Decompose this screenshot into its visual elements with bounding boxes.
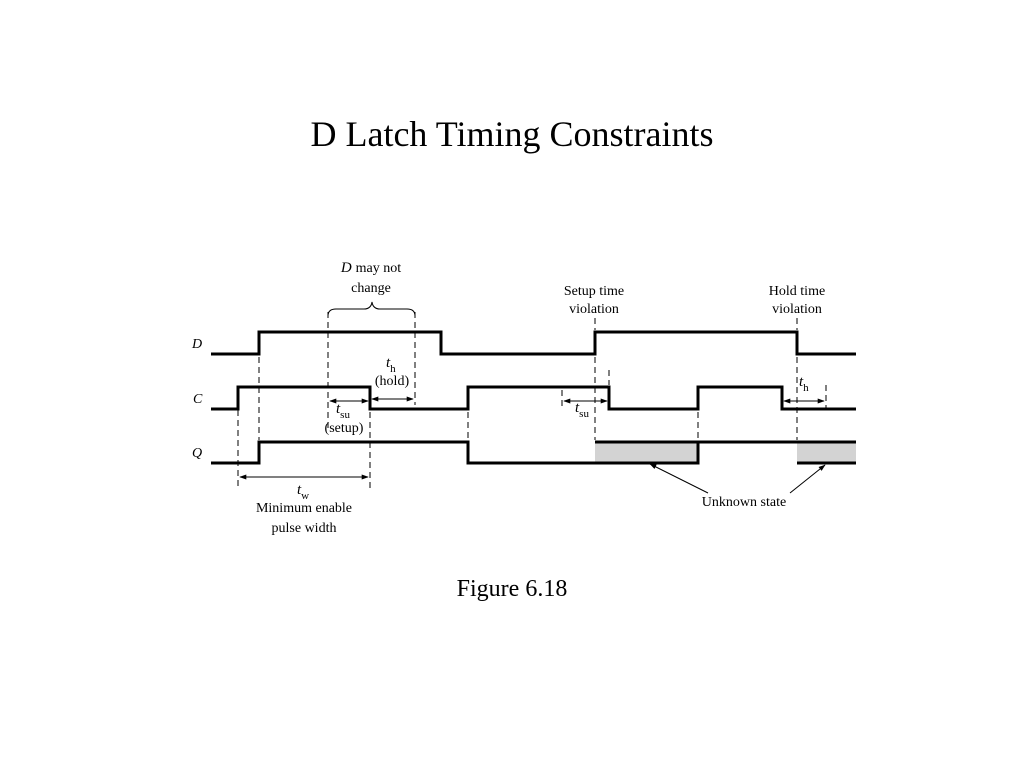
unknown-state-region-2 <box>797 442 856 463</box>
hold-violation-label-line2: violation <box>772 302 822 317</box>
tsu-violation-label: tsu <box>575 400 589 420</box>
change-brace <box>327 301 416 317</box>
tsu-setup-label: tsu <box>336 401 350 421</box>
slide-title: D Latch Timing Constraints <box>310 114 714 154</box>
setup-paren-label: (setup) <box>325 421 364 436</box>
waveform-d <box>211 330 856 356</box>
waveform-q-high <box>595 440 856 465</box>
unknown-state-pointer-1 <box>649 463 709 494</box>
unknown-state-region-1 <box>595 442 698 463</box>
signal-label-c: C <box>193 392 203 407</box>
change-label: change <box>351 281 391 296</box>
th-hold-label: th <box>386 355 396 375</box>
waveform-q-low <box>211 440 856 465</box>
hold-paren-label: (hold) <box>375 374 410 389</box>
setup-violation-label-line1: Setup time <box>564 284 624 299</box>
tw-label: tw <box>297 482 309 502</box>
setup-violation-label-line2: violation <box>569 302 619 317</box>
hold-violation-label-line1: Hold time <box>769 284 825 299</box>
signal-label-d: D <box>191 337 202 352</box>
waveform-c <box>211 385 856 411</box>
min-enable-label-line2: pulse width <box>272 521 337 536</box>
unknown-state-label: Unknown state <box>702 495 786 510</box>
figure-caption: Figure 6.18 <box>456 576 568 602</box>
dashed-guides <box>237 312 827 488</box>
signal-label-q: Q <box>192 446 202 461</box>
th-violation-label: th <box>799 374 809 394</box>
unknown-state-pointer-2 <box>789 464 826 494</box>
min-enable-label-line1: Minimum enable <box>256 501 352 516</box>
